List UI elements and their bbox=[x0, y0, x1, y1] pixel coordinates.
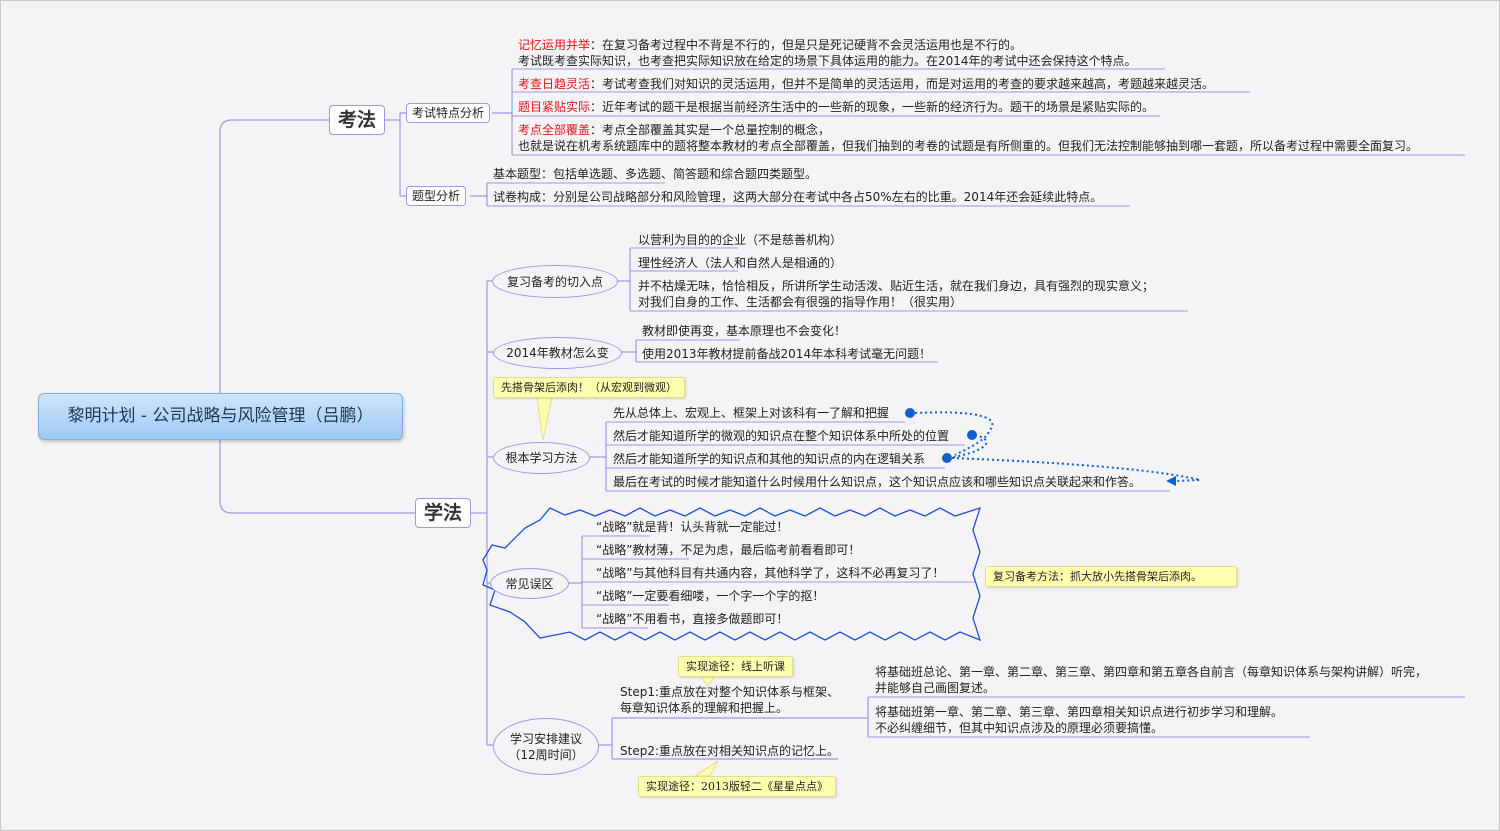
feature-key: 题目紧贴实际 bbox=[518, 100, 591, 114]
feature-item[interactable]: 考查日趋灵活：考试考查我们对知识的灵活运用，但并不是简单的灵活运用，而是对运用的… bbox=[518, 76, 1214, 92]
type-item[interactable]: 试卷构成：分别是公司战略部分和风险管理，这两大部分在考试中各占50%左右的比重。… bbox=[493, 190, 1103, 204]
step2-label[interactable]: Step2:重点放在对相关知识点的记忆上。 bbox=[620, 744, 840, 758]
feature-key: 考查日趋灵活 bbox=[518, 77, 591, 91]
node-label: 常见误区 bbox=[505, 576, 554, 591]
node-label: 根本学习方法 bbox=[505, 451, 578, 465]
relation-dot-icon bbox=[905, 408, 915, 418]
feature-text: ：在复习备考过程中不背是不行的，但是只是死记硬背不会灵活运用也是不行的。 bbox=[590, 38, 1023, 52]
method-item[interactable]: 然后才能知道所学的微观的知识点在整个知识体系中所处的位置 bbox=[613, 429, 950, 443]
step1-item-line2: 并能够自己画图复述。 bbox=[875, 681, 996, 695]
feature-key: 记忆运用并举 bbox=[518, 38, 591, 52]
node-label: 复习备考的切入点 bbox=[506, 274, 603, 289]
callout-mistakes: 复习备考方法：抓大放小先搭骨架后添肉。 bbox=[985, 566, 1237, 587]
feature-text-line2: 也就是说在机考系统题库中的题将整本教材的考点全部覆盖，但我们抽到的考卷的试题是有… bbox=[518, 139, 1419, 153]
feature-text: ：近年考试的题干是根据当前经济生活中的一些新的现象，一些新的经济行为。题干的场景… bbox=[590, 100, 1155, 114]
entry-item-line2: 对我们自身的工作、生活都会有很强的指导作用！（很实用） bbox=[638, 295, 963, 309]
step1-line1[interactable]: Step1:重点放在对整个知识体系与框架、 bbox=[620, 685, 840, 699]
feature-text: ：考点全部覆盖其实是一个总量控制的概念， bbox=[590, 123, 831, 137]
node-label: 学习安排建议 bbox=[509, 731, 582, 746]
root-node[interactable]: 黎明计划 - 公司战略与风险管理（吕鹏） bbox=[38, 393, 403, 440]
feature-item[interactable]: 题目紧贴实际：近年考试的题干是根据当前经济生活中的一些新的现象，一些新的经济行为… bbox=[518, 99, 1154, 115]
mistake-item[interactable]: “战略”不用看书，直接多做题即可！ bbox=[596, 612, 789, 626]
entry-item[interactable]: 以营利为目的的企业（不是慈善机构） bbox=[638, 233, 843, 247]
node-study-method[interactable]: 根本学习方法 bbox=[493, 442, 590, 474]
node-entry-point[interactable]: 复习备考的切入点 bbox=[492, 265, 618, 298]
node-textbook-change[interactable]: 2014年教材怎么变 bbox=[493, 337, 622, 369]
node-exam-features[interactable]: 考试特点分析 bbox=[406, 103, 491, 123]
entry-item[interactable]: 理性经济人（法人和自然人是相通的） bbox=[638, 256, 843, 270]
callout-step2: 实现途径：2013版轻二《星星点点》 bbox=[638, 776, 836, 797]
step1-item[interactable]: 将基础班总论、第一章、第二章、第三章、第四章和第五章各自前言（每章知识体系与架构… bbox=[875, 665, 1428, 679]
relation-dot-icon bbox=[942, 453, 952, 463]
type-item[interactable]: 基本题型：包括单选题、多选题、简答题和综合题四类题型。 bbox=[493, 167, 818, 181]
mistake-item[interactable]: “战略”教材薄，不足为虑，最后临考前看看即可！ bbox=[596, 543, 861, 557]
textbook-item[interactable]: 教材即使再变，基本原理也不会变化！ bbox=[642, 324, 847, 338]
node-question-types[interactable]: 题型分析 bbox=[406, 186, 467, 206]
node-common-mistakes[interactable]: 常见误区 bbox=[490, 568, 569, 599]
feature-item[interactable]: 记忆运用并举：在复习备考过程中不背是不行的，但是只是死记硬背不会灵活运用也是不行… bbox=[518, 37, 1022, 53]
node-study-schedule[interactable]: 学习安排建议（12周时间） bbox=[493, 718, 599, 775]
node-kaofa[interactable]: 考法 bbox=[329, 105, 385, 135]
callout-method: 先搭骨架后添肉！（从宏观到微观） bbox=[493, 377, 685, 398]
textbook-item[interactable]: 使用2013年教材提前备战2014年本科考试毫无问题！ bbox=[642, 347, 932, 361]
mistake-item[interactable]: “战略”与其他科目有共通内容，其他科学了，这科不必再复习了！ bbox=[596, 566, 945, 580]
mistake-item[interactable]: “战略”一定要看细喽，一个字一个字的抠！ bbox=[596, 589, 825, 603]
node-label: 2014年教材怎么变 bbox=[506, 346, 609, 360]
feature-text-line2: 考试既考查实际知识，也考查把实际知识放在给定的场景下具体运用的能力。在2014年… bbox=[518, 54, 1137, 68]
method-item[interactable]: 最后在考试的时候才能知道什么时候用什么知识点，这个知识点应该和哪些知识点关联起来… bbox=[613, 475, 1142, 489]
relation-dot-icon bbox=[967, 430, 977, 440]
node-xuefa[interactable]: 学法 bbox=[415, 498, 471, 528]
node-label-2: （12周时间） bbox=[508, 747, 584, 762]
feature-item[interactable]: 考点全部覆盖：考点全部覆盖其实是一个总量控制的概念， bbox=[518, 122, 830, 138]
mistake-item[interactable]: “战略”就是背！认头背就一定能过！ bbox=[596, 520, 789, 534]
step1-item-line2: 不必纠缠细节，但其中知识点涉及的原理必须要搞懂。 bbox=[875, 721, 1164, 735]
feature-key: 考点全部覆盖 bbox=[518, 123, 591, 137]
method-item[interactable]: 然后才能知道所学的知识点和其他的知识点的内在逻辑关系 bbox=[613, 452, 926, 466]
step1-item[interactable]: 将基础班第一章、第二章、第三章、第四章相关知识点进行初步学习和理解。 bbox=[875, 705, 1284, 719]
method-item[interactable]: 先从总体上、宏观上、框架上对该科有一了解和把握 bbox=[613, 406, 890, 420]
step1-line2: 每章知识体系的理解和把握上。 bbox=[620, 701, 789, 715]
feature-text: ：考试考查我们对知识的灵活运用，但并不是简单的灵活运用，而是对运用的考查的要求越… bbox=[590, 77, 1215, 91]
entry-item[interactable]: 并不枯燥无味，恰恰相反，所讲所学生动活泼、贴近生活，就在我们身边，具有强烈的现实… bbox=[638, 279, 1155, 293]
callout-step1: 实现途径：线上听课 bbox=[678, 656, 793, 677]
